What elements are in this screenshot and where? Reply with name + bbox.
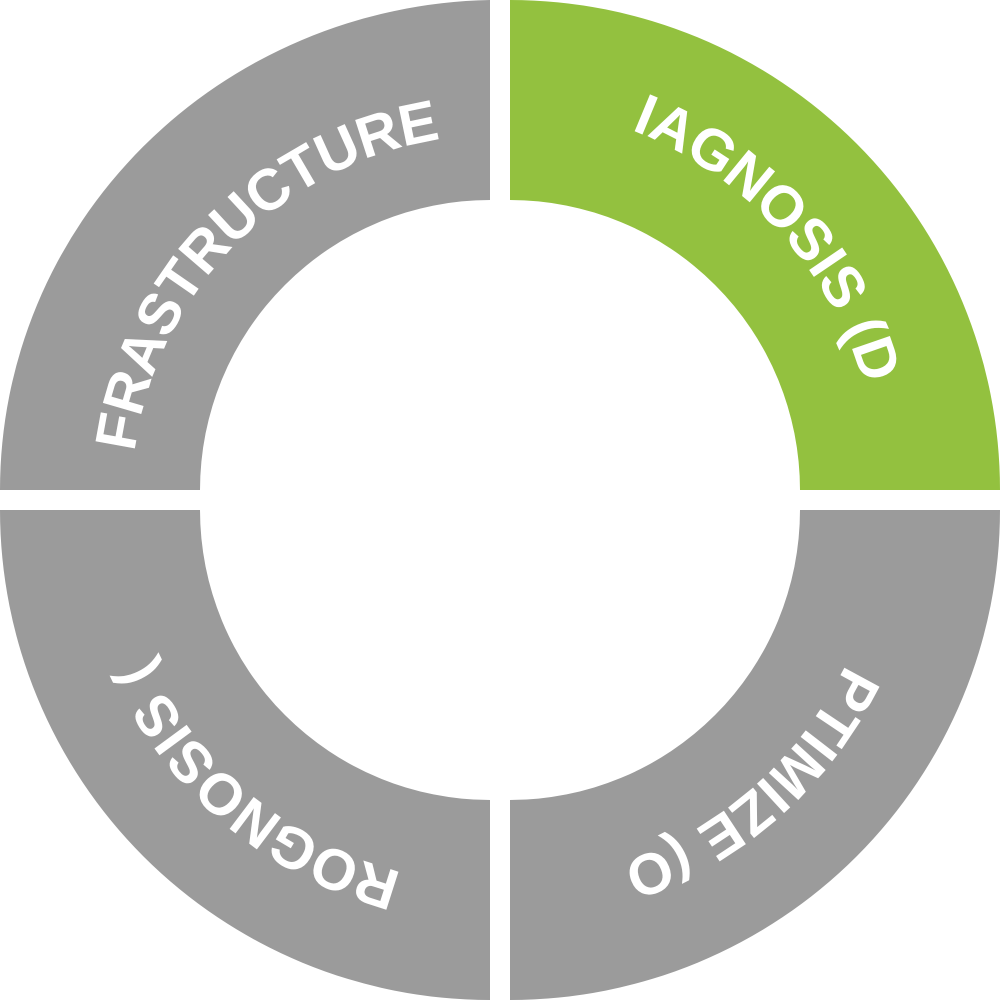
segment-prognosis[interactable] [0,510,490,1000]
segment-optimize[interactable] [510,510,1000,1000]
segment-infrastructure[interactable] [0,0,490,490]
segment-diagnosis[interactable] [510,0,1000,490]
